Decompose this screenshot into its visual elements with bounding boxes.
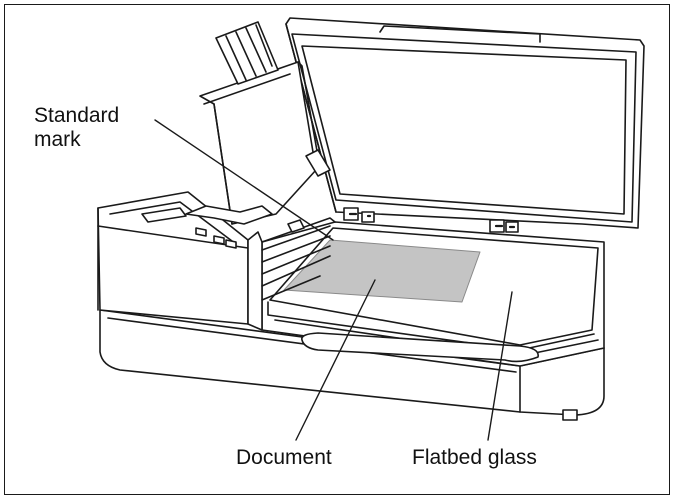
flatbed-glass-leader <box>487 291 513 441</box>
scanner-lid <box>285 17 645 233</box>
document-leader <box>295 279 376 441</box>
leader-lines <box>154 119 513 441</box>
feeder-unit <box>97 21 336 331</box>
standard-mark-label-line1: Standard <box>34 104 120 127</box>
flatbed-glass-label: Flatbed glass <box>412 446 537 469</box>
flatbed-handle <box>301 332 539 363</box>
standard-mark-label-line2: mark <box>34 128 81 151</box>
standard-mark-leader <box>154 119 334 241</box>
standard-mark-label: Standard mark <box>34 104 119 152</box>
document-sheet <box>283 239 481 303</box>
document-label: Document <box>236 446 332 469</box>
